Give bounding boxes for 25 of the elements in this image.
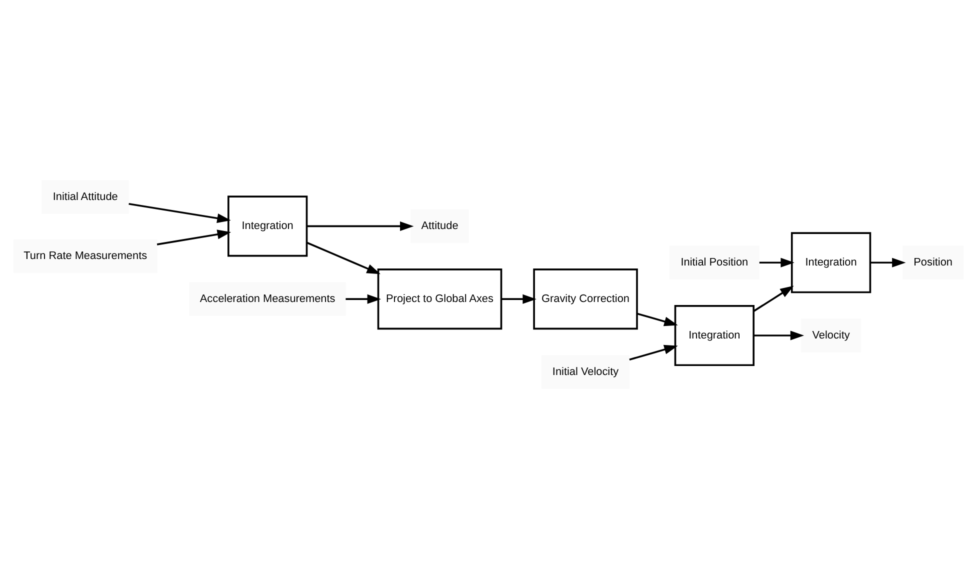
node-box: Integration xyxy=(790,232,872,294)
node-text: Initial Position xyxy=(680,256,748,268)
node-box: Integration xyxy=(228,196,308,257)
node-text: Position xyxy=(914,256,953,268)
arrow xyxy=(307,221,414,231)
node-box: Project to Global Axes xyxy=(377,268,502,330)
node-text: Turn Rate Measurements xyxy=(24,250,148,262)
arrow xyxy=(501,294,536,304)
node-box: Integration xyxy=(674,305,755,366)
arrow xyxy=(128,203,231,223)
arrow xyxy=(346,294,381,304)
node-box: Gravity Correction xyxy=(533,268,638,330)
node-text: Initial Velocity xyxy=(552,366,619,378)
arrow xyxy=(870,258,906,268)
node-text: Velocity xyxy=(812,329,850,342)
node-text: Acceleration Measurements xyxy=(200,292,336,305)
arrow xyxy=(629,344,678,360)
arrow xyxy=(754,330,804,340)
arrow xyxy=(636,312,678,326)
node-text: Initial Attitude xyxy=(52,190,118,203)
arrow xyxy=(753,286,794,312)
arrow xyxy=(759,258,794,268)
arrow xyxy=(156,230,232,246)
arrow xyxy=(306,242,380,274)
node-text: Attitude xyxy=(421,220,458,232)
